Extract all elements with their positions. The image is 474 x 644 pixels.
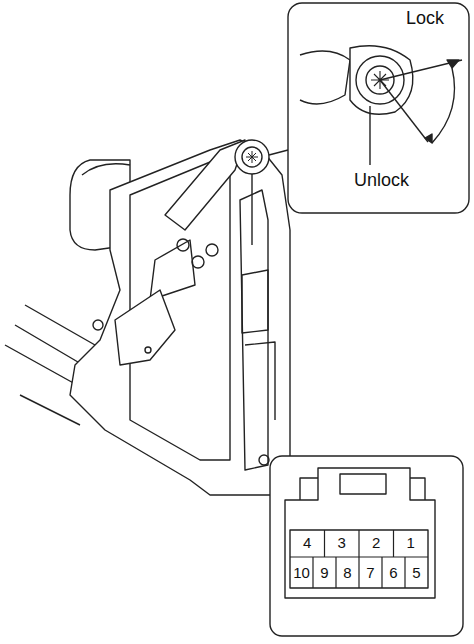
- actuator-body: [70, 140, 290, 495]
- callout-box: [288, 3, 469, 213]
- pin-number: 3: [325, 535, 360, 550]
- position-label: Unlock: [352, 170, 411, 190]
- arrow-head: [447, 60, 459, 68]
- hole: [206, 244, 218, 256]
- knob-shaft: [251, 174, 252, 245]
- motor-edge: [82, 164, 130, 175]
- pin-number: 6: [382, 565, 405, 580]
- latch-cam: [115, 290, 175, 365]
- side-window: [242, 270, 268, 333]
- knob-hub: [242, 147, 262, 167]
- hole: [145, 347, 151, 353]
- pin-number: 5: [405, 565, 428, 580]
- body-edge: [245, 342, 275, 420]
- connector-latch-side: [300, 478, 425, 500]
- lock-knob: [235, 140, 269, 174]
- hole: [192, 256, 204, 268]
- connector-latch: [340, 474, 386, 494]
- rotation-arc: [432, 68, 455, 143]
- hole: [259, 455, 269, 465]
- side-rail: [240, 190, 268, 470]
- lock-position-line: [380, 60, 462, 80]
- unlock-position-line: [380, 80, 428, 142]
- position-label: Lock: [404, 8, 446, 28]
- lever-arm: [165, 140, 245, 230]
- callout-housing: [300, 51, 350, 104]
- hole: [93, 320, 103, 330]
- pin-number: 1: [394, 535, 429, 550]
- unlock-leader: [369, 106, 370, 165]
- knob-cross: [246, 151, 258, 163]
- pin-number: 2: [359, 535, 394, 550]
- lever-plate: [150, 240, 195, 300]
- pin-number: 9: [313, 565, 336, 580]
- pin-number: 7: [359, 565, 382, 580]
- pin-frame: [290, 530, 428, 588]
- leader-line: [269, 150, 288, 155]
- connector-housing: [285, 468, 435, 598]
- connector-callout-box: [270, 456, 463, 636]
- arrow-head: [425, 134, 432, 143]
- pin-number: 8: [336, 565, 359, 580]
- pin-grid: [290, 530, 428, 557]
- pin-number: 4: [290, 535, 325, 550]
- pin-number: 10: [290, 565, 313, 580]
- hole: [177, 239, 189, 251]
- pin-grid: [313, 557, 405, 588]
